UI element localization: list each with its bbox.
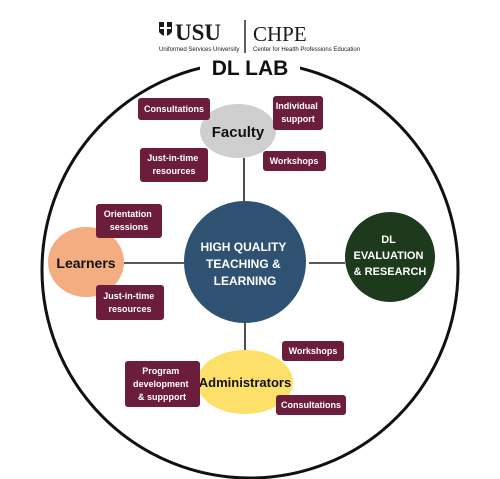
learners-node (48, 227, 124, 297)
pill-faculty-consultations-text: Consultations (144, 104, 204, 114)
evaluation-node (345, 212, 435, 302)
svg-text:Just-in-time resources: Just-in-time resources (147, 153, 201, 176)
svg-text:Workshops: Workshops (289, 346, 338, 356)
usu-logo: USU Uniformed Services University (159, 20, 239, 53)
pill-orientation-line-2: sessions (110, 222, 149, 232)
pill-learners-jit-line-2: resources (108, 304, 151, 314)
hub-line-2: TEACHING & (206, 257, 281, 271)
chpe-logo: CHPE Center for Health Professions Educa… (253, 22, 360, 53)
connectors (124, 158, 345, 350)
usu-wordmark: USU (175, 20, 221, 45)
evaluation-label: DL EVALUATION & RESEARCH (354, 234, 427, 278)
faculty-node (200, 104, 276, 158)
hub-label: HIGH QUALITY TEACHING & LEARNING (200, 240, 289, 288)
pill-faculty-individual-support: Individual support (273, 96, 323, 130)
pill-faculty-jit-line-1: Just-in-time (147, 153, 198, 163)
pill-learners-orientation: Orientation sessions (96, 204, 162, 238)
hub-line-1: HIGH QUALITY (200, 240, 286, 254)
pill-faculty-jit-line-2: resources (152, 166, 195, 176)
evaluation-line-3: & RESEARCH (354, 266, 427, 278)
faculty-label: Faculty (212, 124, 265, 141)
chpe-wordmark: CHPE (253, 22, 307, 46)
svg-text:Workshops: Workshops (270, 156, 319, 166)
hub-line-3: LEARNING (214, 274, 277, 288)
pill-learners-just-in-time: Just-in-time resources (96, 285, 164, 320)
svg-text:Just-in-time resources: Just-in-time resources (103, 291, 157, 314)
chpe-subtitle: Center for Health Professions Education (253, 47, 360, 53)
evaluation-line-1: DL (381, 234, 396, 246)
svg-text:Consultations: Consultations (144, 104, 204, 114)
administrators-label: Administrators (199, 375, 291, 390)
pill-admin-workshops-text: Workshops (289, 346, 338, 356)
pill-program-line-2: development (133, 379, 189, 389)
shield-icon (159, 22, 172, 36)
pill-faculty-just-in-time: Just-in-time resources (140, 148, 208, 182)
svg-text:Orientation sessions: Orientation sessions (104, 209, 155, 232)
pill-program-line-1: Program (142, 366, 179, 376)
evaluation-line-2: EVALUATION (354, 250, 424, 262)
pill-faculty-workshops: Workshops (263, 151, 326, 171)
title-background (200, 54, 300, 78)
pill-admin-consultations-text: Consultations (281, 400, 341, 410)
svg-text:Consultations: Consultations (281, 400, 341, 410)
pill-learners-jit-line-1: Just-in-time (103, 291, 154, 301)
pill-individual-line-1: Individual (276, 101, 318, 111)
pill-admin-workshops: Workshops (282, 341, 344, 361)
svg-text:Individual support: Individual support (276, 101, 321, 124)
diagram-title: DL LAB (212, 57, 289, 80)
pill-faculty-consultations: Consultations (138, 98, 210, 120)
pill-admin-program-development: Program development & suppport (125, 361, 200, 407)
pill-program-line-3: & suppport (138, 392, 186, 402)
pill-admin-consultations: Consultations (276, 395, 346, 415)
svg-text:Program development: Program development & suppport (133, 366, 191, 402)
pill-orientation-line-1: Orientation (104, 209, 152, 219)
hub-node (184, 201, 306, 323)
administrators-node (197, 350, 293, 414)
usu-subtitle: Uniformed Services University (159, 47, 239, 53)
learners-label: Learners (56, 255, 115, 271)
pill-individual-line-2: support (281, 114, 315, 124)
pill-faculty-workshops-text: Workshops (270, 156, 319, 166)
